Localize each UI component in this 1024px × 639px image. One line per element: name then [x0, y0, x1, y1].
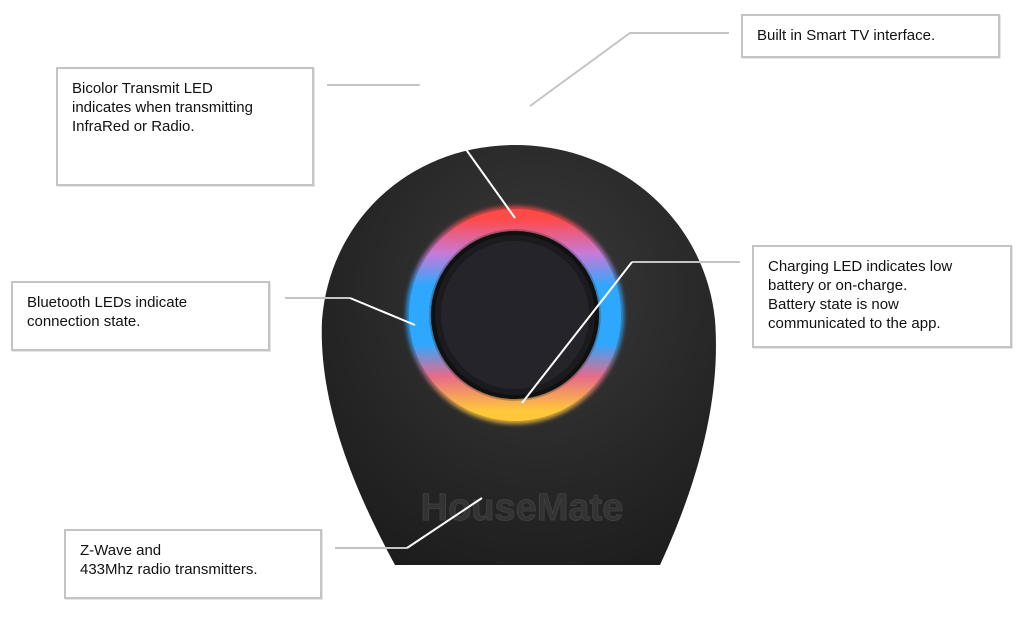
- callout-text: Bicolor Transmit LED: [72, 80, 213, 97]
- callout-transmit-led: Bicolor Transmit LED indicates when tran…: [56, 67, 314, 186]
- led-ring: [409, 209, 621, 421]
- brand-logo: HouseMate: [421, 487, 624, 529]
- callout-radio: Z-Wave and 433Mhz radio transmitters.: [64, 529, 322, 599]
- leader-smart-tv: [529, 32, 729, 107]
- callout-text: Bluetooth LEDs indicate: [27, 294, 188, 311]
- leader-transmit-white: [419, 84, 516, 219]
- leader-bluetooth-white: [349, 297, 416, 326]
- callout-text: battery or on-charge.: [768, 277, 908, 294]
- callout-text: Charging LED indicates low: [768, 258, 953, 275]
- callout-text: communicated to the app.: [768, 315, 941, 332]
- callout-text: Z-Wave and: [80, 542, 162, 559]
- callout-text: indicates when transmitting: [72, 99, 253, 116]
- callout-charging-led: Charging LED indicates low battery or on…: [752, 245, 1012, 348]
- leader-charging-white: [521, 261, 633, 404]
- callout-bluetooth-led: Bluetooth LEDs indicate connection state…: [11, 281, 270, 351]
- leader-radio-white: [406, 497, 483, 549]
- center-button-face: [441, 241, 589, 389]
- callout-smart-tv: Built in Smart TV interface.: [741, 14, 1000, 58]
- callout-text: 433Mhz radio transmitters.: [80, 561, 258, 578]
- leader-lines: [285, 32, 740, 549]
- callout-text: Battery state is now: [768, 296, 899, 313]
- callout-text: Built in Smart TV interface.: [757, 27, 936, 44]
- callout-text: connection state.: [27, 313, 141, 330]
- callout-text: InfraRed or Radio.: [72, 118, 195, 135]
